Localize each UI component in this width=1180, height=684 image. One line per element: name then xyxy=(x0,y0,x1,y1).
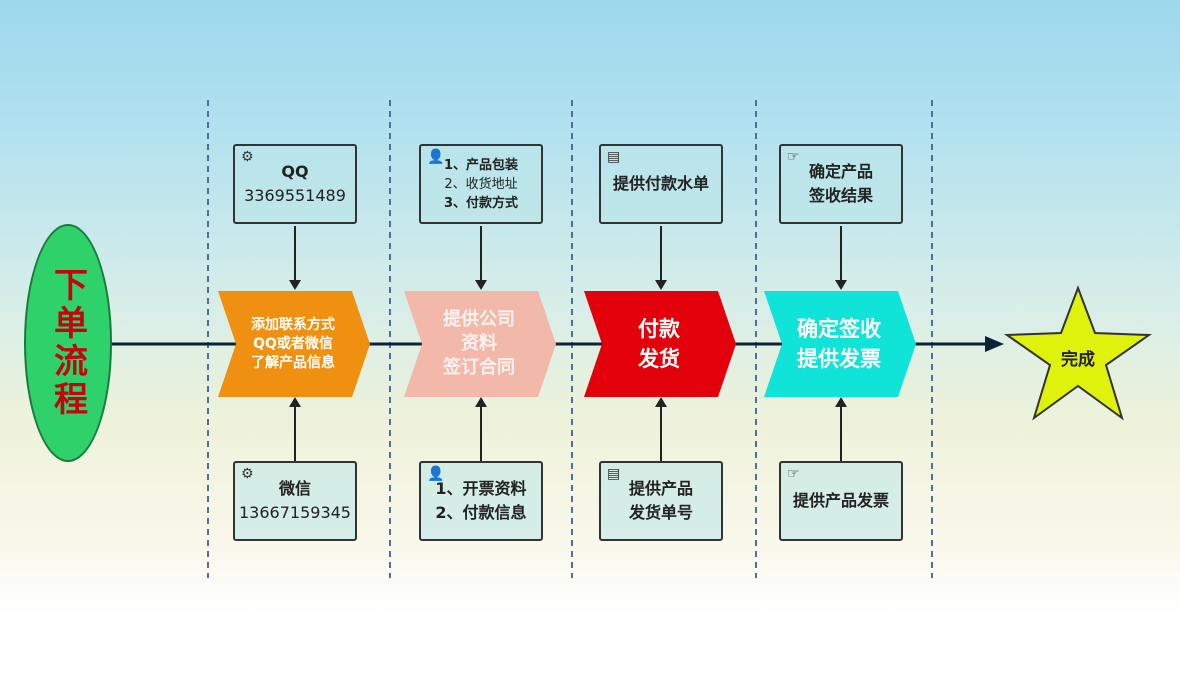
stage-3-bottom-box: ▤ 提供产品发货单号 xyxy=(599,461,723,541)
stage-1-chevron xyxy=(218,291,370,397)
stage-4-top-line-2: 签收结果 xyxy=(808,186,873,205)
stage-3-top-connector-arrowhead xyxy=(655,280,667,290)
person-icon: 👤 xyxy=(427,149,445,165)
stage-2-bottom-connector-arrowhead xyxy=(475,397,487,407)
stage-2-top-line-1: 1、产品包装 xyxy=(443,157,519,173)
stage-4-bottom-box: ☞ 提供产品发票 xyxy=(779,461,903,541)
stage-4-chevron-line-2: 提供发票 xyxy=(797,347,881,371)
stage-1-top-line-2: 3369551489 xyxy=(244,186,346,205)
stage-1-chevron-line-3: 了解产品信息 xyxy=(251,354,335,371)
stage-4-chevron xyxy=(764,291,916,397)
stage-1-chevron-label: 添加联系方式 QQ或者微信了解产品信息 xyxy=(236,291,350,397)
list-icon: ▤ xyxy=(607,466,621,482)
stage-4-top-connector-arrowhead xyxy=(835,280,847,290)
stage-1-chevron-line-1: 添加联系方式 xyxy=(251,316,335,333)
stage-3-chevron xyxy=(584,291,736,397)
gear-icon: ⚙ xyxy=(241,466,254,482)
stage-2-chevron xyxy=(404,291,556,397)
list-icon: ▤ xyxy=(607,149,621,165)
stage-2-top-line-2: 2、收货地址 xyxy=(444,176,518,192)
stage-2-chevron-line-3: 签订合同 xyxy=(443,357,515,378)
gear-icon: ⚙ xyxy=(241,149,254,165)
stage-4-chevron-line-1: 确定签收 xyxy=(797,317,881,341)
person-icon: 👤 xyxy=(427,466,445,482)
stage-2-bottom-box: 👤1、开票资料 2、付款信息 xyxy=(419,461,543,541)
stage-2-top-connector-arrowhead xyxy=(475,280,487,290)
stage-1-top-connector-arrowhead xyxy=(289,280,301,290)
finish-star xyxy=(1003,285,1153,421)
stage-1-top-line-1: QQ xyxy=(281,162,309,181)
stage-1-chevron-line-2: QQ或者微信 xyxy=(253,335,333,352)
stage-1-bottom-line-2: 13667159345 xyxy=(239,503,351,522)
stage-3-chevron-line-1: 付款 xyxy=(638,317,680,341)
stage-3-top-line-1: 提供付款水单 xyxy=(612,174,709,193)
stage-2-chevron-line-2: 资料 xyxy=(461,333,497,354)
start-oval: 下单流程 xyxy=(24,224,112,462)
stage-3-bottom-line-2: 发货单号 xyxy=(628,503,693,522)
pointing-hand-icon: ☞ xyxy=(787,466,800,482)
stage-3-top-box: ▤ 提供付款水单 xyxy=(599,144,723,224)
stage-2-chevron-line-1: 提供公司 xyxy=(443,309,515,330)
stage-3-bottom-line-1: 提供产品 xyxy=(628,479,693,498)
stage-3-chevron-label: 付款发货 xyxy=(602,291,716,397)
stage-4-bottom-connector-arrowhead xyxy=(835,397,847,407)
stage-2-top-line-3: 3、付款方式 xyxy=(443,195,519,211)
finish-label: 完成 xyxy=(1061,350,1095,370)
pointing-hand-icon: ☞ xyxy=(787,149,800,165)
stage-4-bottom-line-1: 提供产品发票 xyxy=(792,491,889,510)
stage-1-top-box: ⚙ QQ 3369551489 xyxy=(233,144,357,224)
stage-1-bottom-box: ⚙ 微信 13667159345 xyxy=(233,461,357,541)
stage-2-bottom-line-2: 2、付款信息 xyxy=(435,503,527,522)
stage-3-chevron-line-2: 发货 xyxy=(638,347,680,371)
stage-2-top-box: 👤1、产品包装 2、收货地址 3、付款方式 xyxy=(419,144,543,224)
stage-2-bottom-line-1: 1、开票资料 xyxy=(435,479,527,498)
stage-1-bottom-connector-arrowhead xyxy=(289,397,301,407)
stage-4-top-line-1: 确定产品 xyxy=(808,162,873,181)
stage-2-chevron-label: 提供公司资料签订合同 xyxy=(422,291,536,397)
stage-3-bottom-connector-arrowhead xyxy=(655,397,667,407)
flow-arrowhead xyxy=(985,336,1004,352)
start-label: 下单流程 xyxy=(47,267,88,419)
stage-4-top-box: ☞ 确定产品签收结果 xyxy=(779,144,903,224)
stage-1-bottom-line-1: 微信 xyxy=(278,479,311,498)
stage-4-chevron-label: 确定签收提供发票 xyxy=(782,291,896,397)
